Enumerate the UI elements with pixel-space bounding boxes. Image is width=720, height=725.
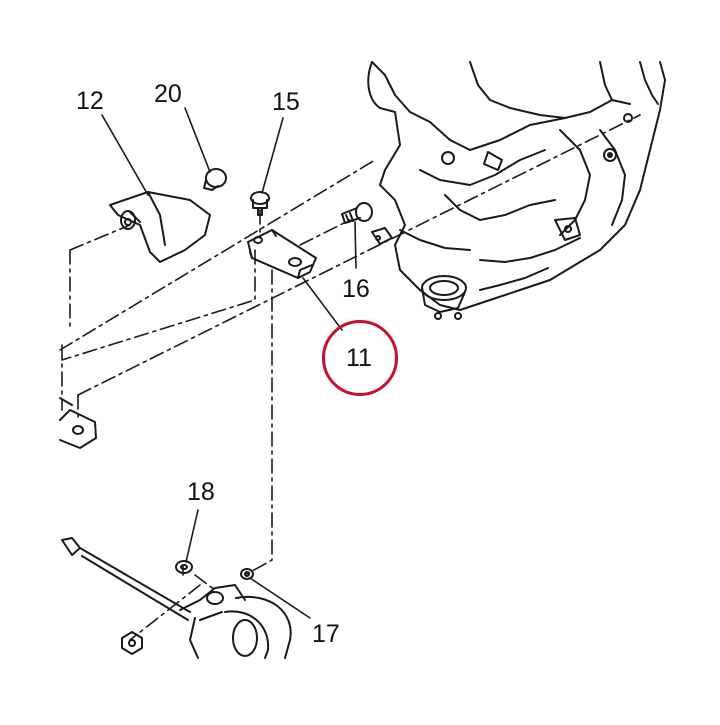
- part-16-bolt: [341, 202, 373, 224]
- part-11-bracket: [247, 229, 317, 279]
- callout-12: 12: [76, 87, 104, 115]
- part-18-nut: [175, 560, 193, 574]
- callout-17: 17: [312, 620, 340, 648]
- part-15-screw: [250, 191, 270, 216]
- part-12-cover: [109, 191, 211, 263]
- frame-bracket-part: [367, 61, 666, 320]
- callout-20: 20: [154, 80, 182, 108]
- callout-15: 15: [272, 88, 300, 116]
- leader-lines: [101, 107, 357, 619]
- callout-16: 16: [342, 275, 370, 303]
- horn-assembly: [61, 537, 292, 659]
- highlight-circle: [322, 320, 398, 396]
- alignment-lines: [59, 114, 641, 641]
- part-17-washer: [240, 568, 254, 580]
- lower-mount-plate: [59, 397, 97, 449]
- part-20-grommet: [203, 168, 227, 191]
- callout-18: 18: [187, 478, 215, 506]
